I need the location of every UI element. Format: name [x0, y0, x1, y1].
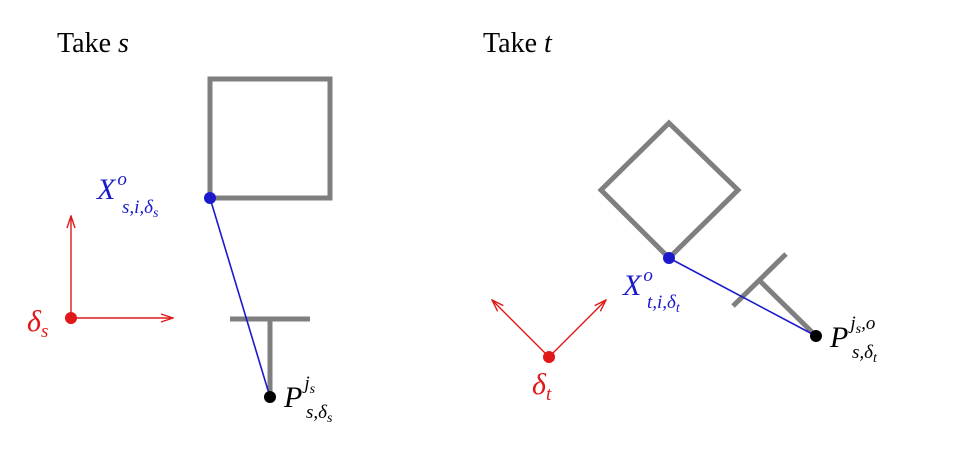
right-point-x — [663, 252, 675, 264]
right-x-base: X — [622, 269, 643, 302]
right-x-sup: o — [643, 265, 653, 286]
left-title-variable: s — [118, 28, 129, 59]
right-connector-line — [668, 257, 817, 337]
left-t-marker — [230, 316, 310, 397]
right-title-prefix: Take — [483, 28, 544, 59]
right-p-sup-tail: ,o — [861, 313, 875, 334]
right-object-diamond — [597, 119, 742, 262]
right-frame-sub: t — [546, 384, 552, 405]
left-p-sup: j — [301, 373, 309, 394]
left-p-sub: s,δ — [306, 402, 328, 423]
right-p-base: P — [829, 321, 848, 354]
left-panel-title: Take s — [57, 28, 129, 59]
left-x-sub-sub: s — [153, 206, 159, 221]
left-x-sub: s,i,δ — [122, 197, 154, 218]
left-frame-label: δs — [27, 305, 48, 342]
right-p-sub: s,δ — [852, 342, 874, 363]
right-frame-origin — [543, 351, 555, 363]
right-t-stem — [757, 278, 818, 338]
left-point-p — [264, 391, 276, 403]
left-frame-sub: s — [41, 321, 48, 342]
left-frame-axes — [71, 216, 173, 318]
right-p-sup-sub: s — [856, 322, 862, 337]
right-frame-right-axis — [548, 300, 606, 358]
left-object-square — [207, 76, 333, 201]
left-x-sup: o — [117, 169, 127, 190]
left-x-base: X — [96, 173, 117, 206]
right-point-p — [810, 330, 822, 342]
right-frame-axes — [492, 300, 606, 358]
right-p-sub-sub: t — [873, 351, 878, 366]
right-t-marker — [731, 252, 818, 338]
right-title-variable: t — [544, 28, 553, 59]
right-x-sub-sub: t — [676, 301, 681, 316]
left-connector-line — [209, 197, 271, 398]
left-frame-origin — [65, 312, 77, 324]
right-p-sup: j — [847, 313, 855, 334]
left-frame-base: δ — [27, 305, 42, 338]
right-frame-label: δt — [532, 368, 552, 405]
left-p-sup-sub: s — [310, 382, 316, 397]
right-frame-left-axis — [492, 300, 550, 358]
left-point-x — [204, 192, 216, 204]
left-title-prefix: Take — [57, 28, 118, 59]
right-panel-title: Take t — [483, 28, 553, 59]
left-p-sub-sub: s — [327, 411, 333, 426]
right-frame-base: δ — [532, 368, 547, 401]
right-x-sub: t,i,δ — [647, 292, 677, 313]
left-p-base: P — [283, 381, 302, 414]
